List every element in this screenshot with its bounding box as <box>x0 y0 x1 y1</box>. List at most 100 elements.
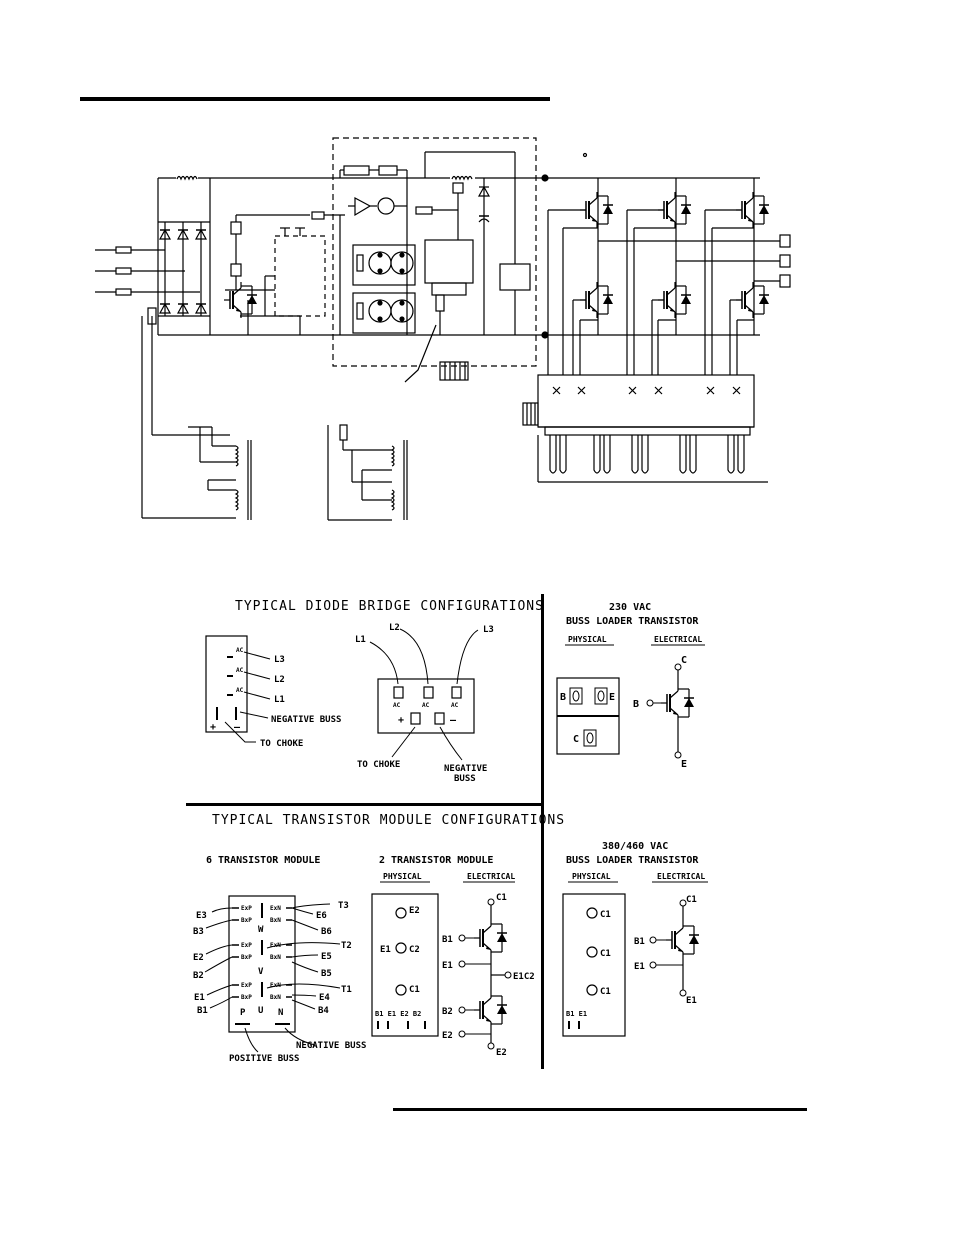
six-t1: T1 <box>341 985 352 995</box>
transistor-section-title: TYPICAL TRANSISTOR MODULE CONFIGURATIONS <box>212 813 565 828</box>
label-l3-top: L3 <box>483 625 494 635</box>
label-l1-top: L1 <box>355 635 366 645</box>
plus-label-r: + <box>398 715 404 726</box>
pin-bxp-3: BxP <box>241 917 252 924</box>
six-b5: B5 <box>321 969 332 979</box>
elec-b: B <box>633 699 639 710</box>
n-label: N <box>278 1008 283 1018</box>
p-label: P <box>240 1008 246 1018</box>
six-b1: B1 <box>197 1006 208 1016</box>
el-e1: E1 <box>442 961 453 971</box>
six-b2: B2 <box>193 971 204 981</box>
output-loops <box>549 435 745 474</box>
to-choke-label-r: TO CHOKE <box>357 760 400 770</box>
six-transistor-module: 6 TRANSISTOR MODULE ExP BxP ExP BxP ExP … <box>193 855 366 1064</box>
el-c1: C1 <box>496 893 507 903</box>
loader460-physical: PHYSICAL <box>572 872 611 881</box>
el-b2: B2 <box>442 1007 453 1017</box>
minus-label-r: – <box>450 715 457 726</box>
six-e5: E5 <box>321 952 332 962</box>
mid-v: V <box>258 967 264 977</box>
el-e1c2: E1C2 <box>513 972 535 982</box>
six-b4: B4 <box>318 1006 329 1016</box>
two-electrical: ELECTRICAL <box>467 872 515 881</box>
pin-bxp-1: BxP <box>241 994 252 1001</box>
pin-ac-r3: AC <box>451 702 459 709</box>
pin-ac-r1: AC <box>393 702 401 709</box>
pin-bxn-5: BxN <box>270 954 281 961</box>
l460-el-e1-bottom: E1 <box>686 996 697 1006</box>
loader-230: 230 VAC BUSS LOADER TRANSISTOR PHYSICAL … <box>556 602 705 770</box>
diode-bridge-left: AC AC AC + – L3 L2 L1 NEGATIVE BUSS TO C… <box>205 635 341 749</box>
two-transistor-module: 2 TRANSISTOR MODULE PHYSICAL ELECTRICAL … <box>371 855 535 1058</box>
pin-bxp-2: BxP <box>241 954 252 961</box>
label-l3: L3 <box>274 655 285 665</box>
diode-section-title: TYPICAL DIODE BRIDGE CONFIGURATIONS <box>235 599 544 614</box>
vertical-divider <box>541 594 544 1069</box>
six-e1: E1 <box>194 993 205 1003</box>
elec-c: C <box>681 655 687 666</box>
label-l2-top: L2 <box>389 623 400 633</box>
l460-el-b1: B1 <box>634 937 645 947</box>
pin-exp-1: ExP <box>241 982 252 989</box>
pin-ac-3: AC <box>236 687 244 694</box>
pin-ac-2: AC <box>236 667 244 674</box>
two-physical: PHYSICAL <box>383 872 422 881</box>
six-e2: E2 <box>193 953 204 963</box>
loader-460: 380/460 VAC BUSS LOADER TRANSISTOR PHYSI… <box>562 841 708 1037</box>
l460-el-e1: E1 <box>634 962 645 972</box>
mid-w: W <box>258 925 264 935</box>
label-l1: L1 <box>274 695 285 705</box>
phys-e: E <box>609 692 615 703</box>
main-schematic <box>95 137 791 521</box>
two-e2: E2 <box>409 906 420 916</box>
positive-buss-label: POSITIVE BUSS <box>229 1054 299 1064</box>
six-t3: T3 <box>338 901 349 911</box>
six-title: 6 TRANSISTOR MODULE <box>206 855 320 866</box>
l460-el-c1: C1 <box>686 895 697 905</box>
loader460-title2: BUSS LOADER TRANSISTOR <box>566 855 699 866</box>
loader230-title2: BUSS LOADER TRANSISTOR <box>566 616 699 627</box>
to-choke-label: TO CHOKE <box>260 739 303 749</box>
six-t2: T2 <box>341 941 352 951</box>
six-e6: E6 <box>316 911 327 921</box>
label-l2: L2 <box>274 675 285 685</box>
pin-ac-r2: AC <box>422 702 430 709</box>
l460-bottom-pins: B1 E1 <box>566 1010 587 1018</box>
negative-buss-label-6: NEGATIVE BUSS <box>296 1041 366 1051</box>
loader460-electrical: ELECTRICAL <box>657 872 705 881</box>
negative-label-r: NEGATIVE <box>444 764 487 774</box>
l460-c1a: C1 <box>600 910 611 920</box>
footer-rule <box>393 1108 807 1111</box>
pin-exp-2: ExP <box>241 942 252 949</box>
l460-c1b: C1 <box>600 949 611 959</box>
phys-b: B <box>560 692 566 703</box>
negative-buss-label: NEGATIVE BUSS <box>271 715 341 725</box>
plus-label: + <box>210 722 216 733</box>
two-title: 2 TRANSISTOR MODULE <box>379 855 493 866</box>
loader460-title1: 380/460 VAC <box>602 841 668 852</box>
two-bottom-pins: B1 E1 E2 B2 <box>375 1010 421 1018</box>
loader230-title1: 230 VAC <box>609 602 651 613</box>
inverter-igbts <box>223 191 770 319</box>
six-b6: B6 <box>321 927 332 937</box>
two-c2: C2 <box>409 945 420 955</box>
two-e1: E1 <box>380 945 391 955</box>
pin-bxn-4: BxN <box>270 994 281 1001</box>
minus-label: – <box>234 722 241 733</box>
elec-e: E <box>681 759 687 770</box>
two-c1: C1 <box>409 985 420 995</box>
el-e2: E2 <box>442 1031 453 1041</box>
mid-u: U <box>258 1006 263 1016</box>
pin-bxn-6: BxN <box>270 917 281 924</box>
el-b1: B1 <box>442 935 453 945</box>
pin-exp-3: ExP <box>241 905 252 912</box>
pin-ac-1: AC <box>236 647 244 654</box>
l460-c1c: C1 <box>600 987 611 997</box>
diode-bridge-right: AC AC AC + – L1 L2 L3 TO CHOKE NEGATIVE … <box>355 623 494 784</box>
pin-exn-6: ExN <box>270 905 281 912</box>
loader230-physical: PHYSICAL <box>568 635 607 644</box>
phys-c: C <box>573 734 579 745</box>
buss-label-r: BUSS <box>454 774 476 784</box>
